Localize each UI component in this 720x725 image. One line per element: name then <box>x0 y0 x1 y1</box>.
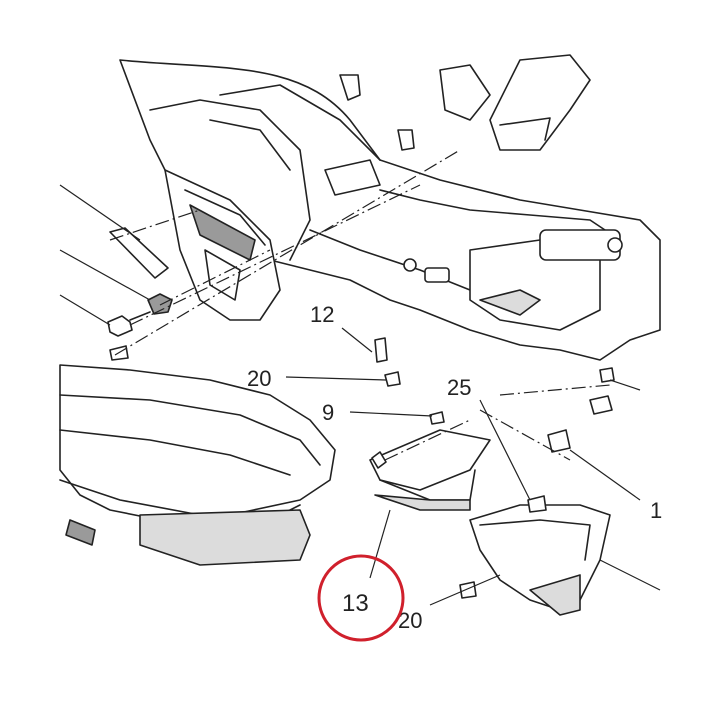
callout-9: 9 <box>322 400 334 425</box>
right-lower-cover <box>469 504 611 616</box>
left-hardware <box>107 227 173 361</box>
rear-body-frame <box>119 59 661 361</box>
part-13-cover <box>369 429 491 511</box>
callout-13: 13 <box>342 590 369 617</box>
upper-clips <box>324 54 591 196</box>
callout-12: 12 <box>310 302 334 327</box>
right-fasteners <box>374 337 615 599</box>
callout-20-top: 20 <box>247 366 271 391</box>
callout-1: 1 <box>650 498 662 523</box>
assembly-guide-lines <box>109 149 611 461</box>
callout-labels: 12 20 9 25 1 13 20 <box>247 302 662 633</box>
left-side-fairing <box>59 364 336 566</box>
highlight-circle-13 <box>317 554 405 642</box>
callout-25: 25 <box>447 375 471 400</box>
leader-lines <box>59 184 661 606</box>
